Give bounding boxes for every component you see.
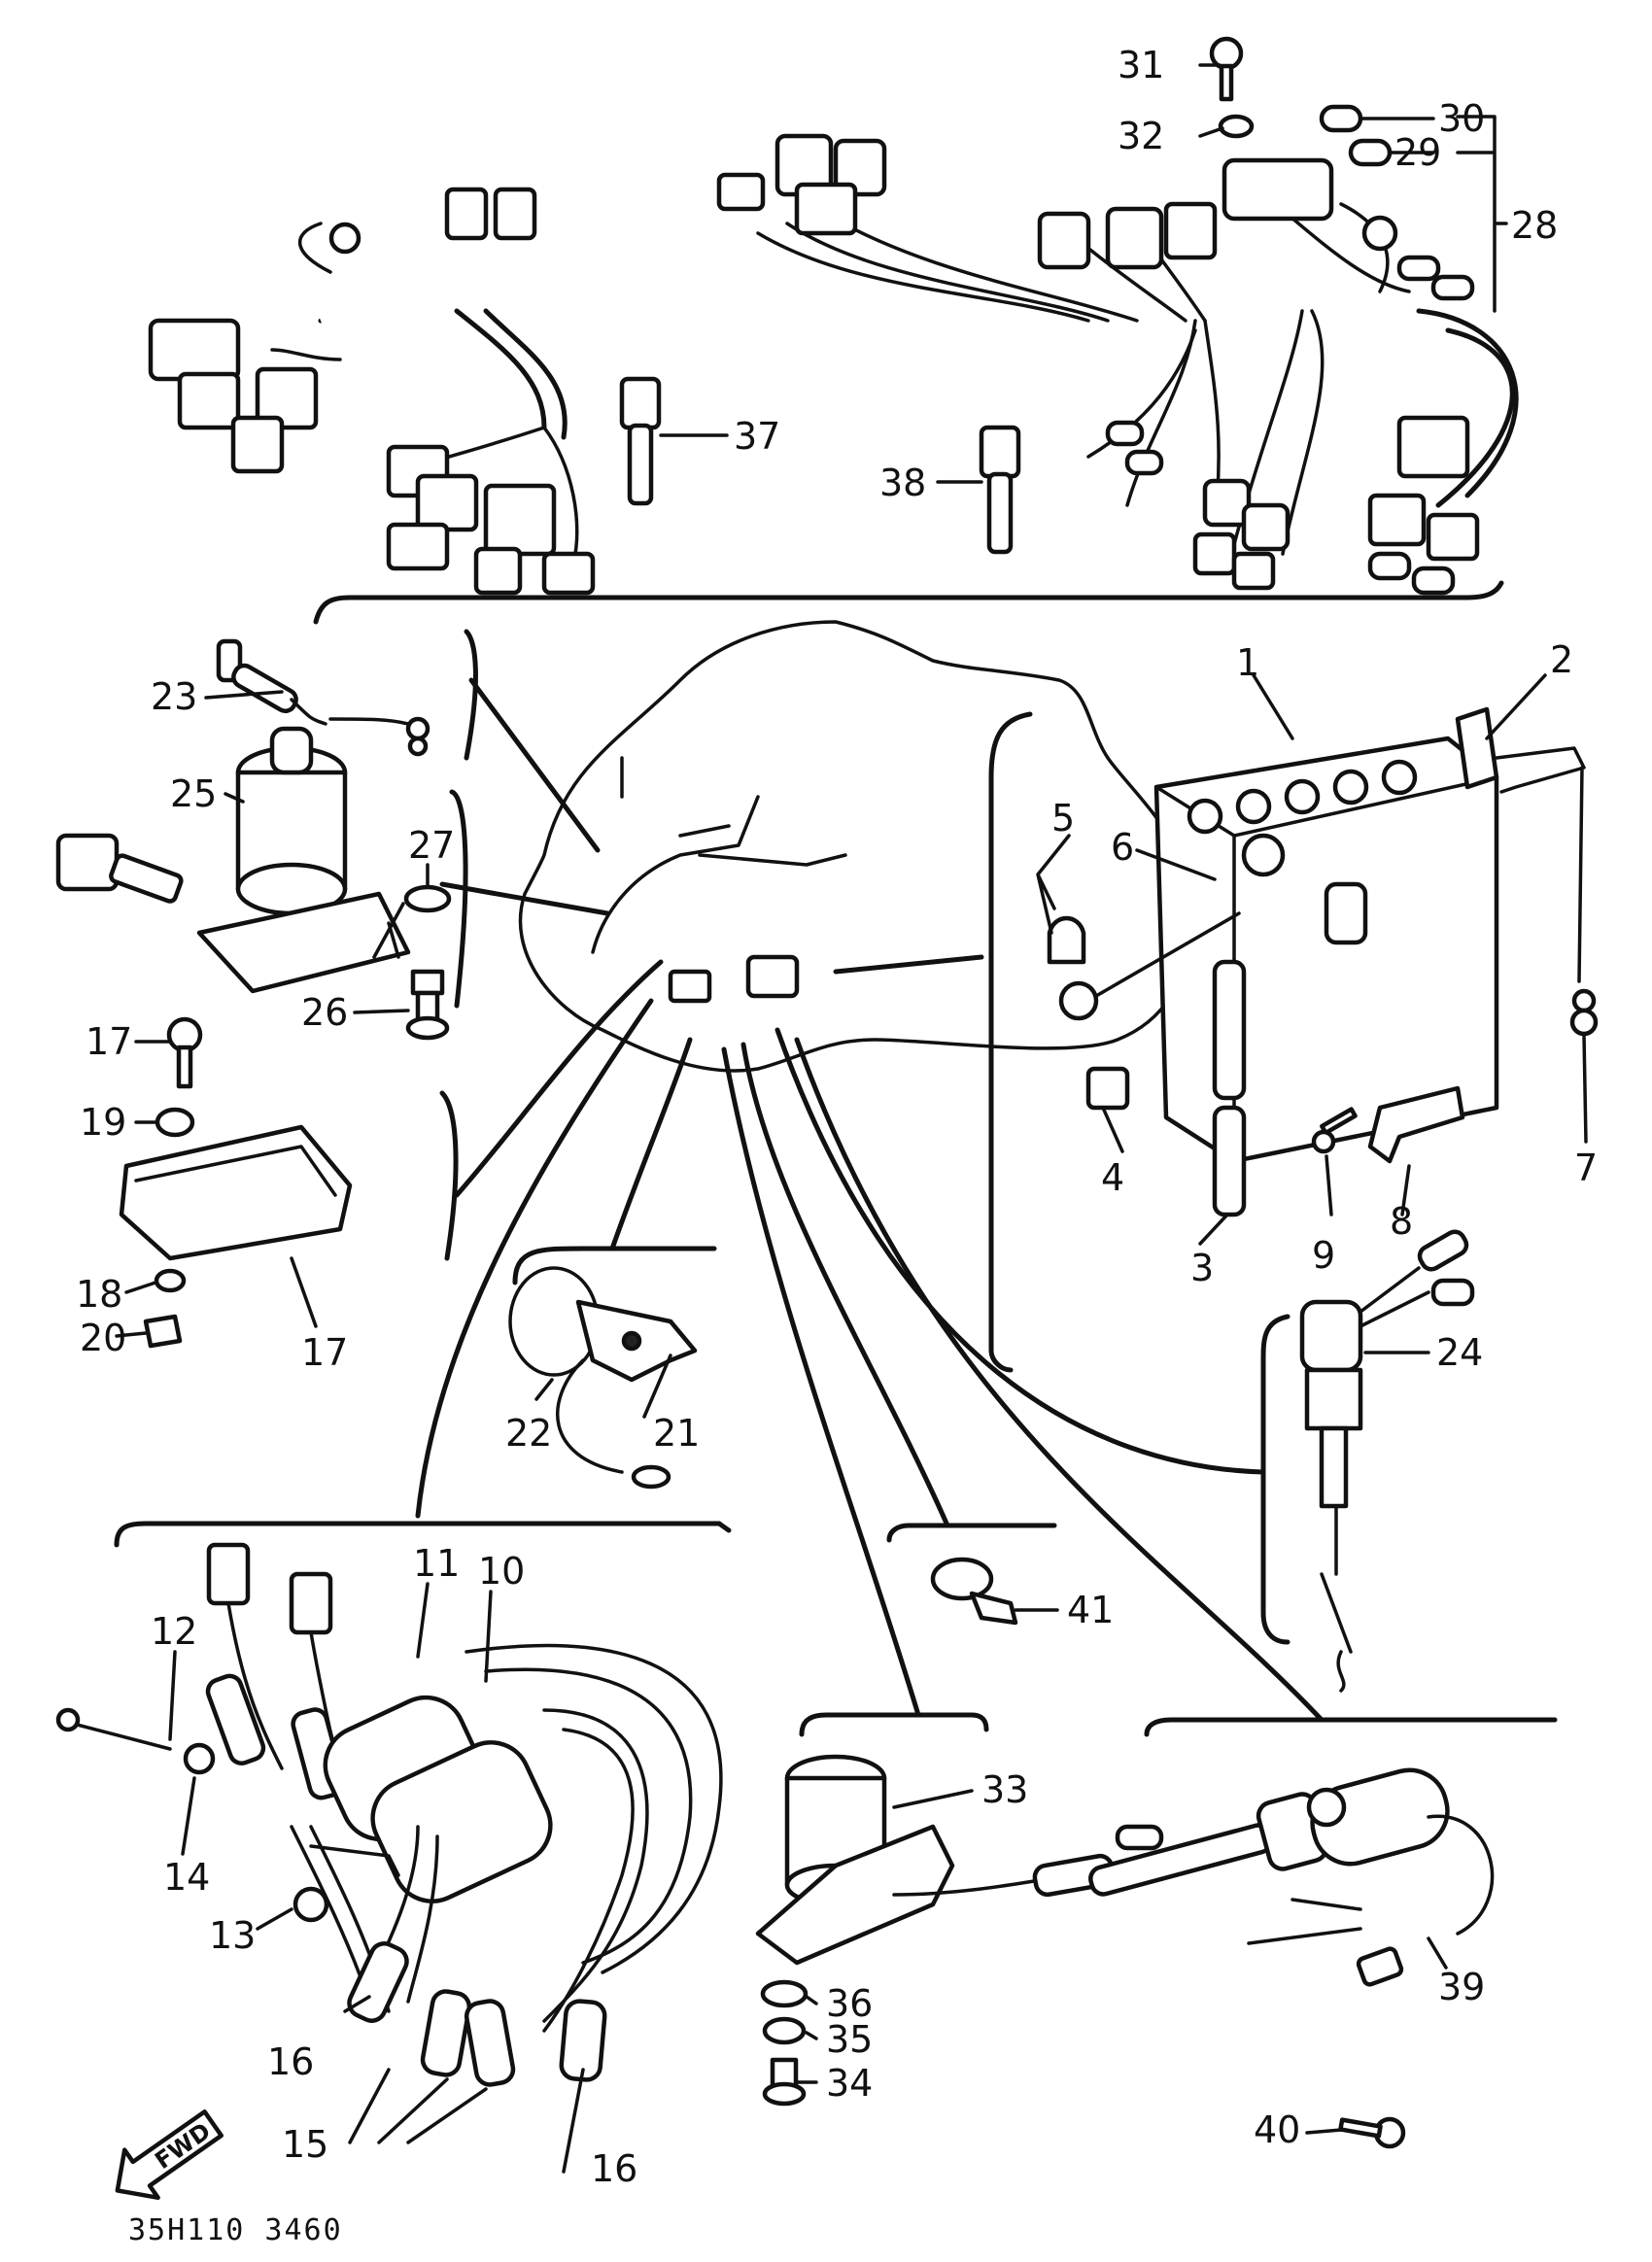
- label-23: 22: [505, 1412, 552, 1455]
- label-35: 34: [826, 2062, 873, 2105]
- label-40: 39: [1438, 1966, 1485, 2008]
- label-2: 2: [1550, 638, 1573, 681]
- label-25: 24: [1436, 1331, 1483, 1374]
- label-14: 14: [163, 1856, 210, 1899]
- label-38: 37: [734, 415, 780, 458]
- label-11: 11: [413, 1542, 460, 1585]
- label-33: 32: [1118, 115, 1164, 157]
- label-32: 31: [1118, 44, 1164, 86]
- label-29: 28: [1511, 204, 1558, 247]
- label-12: 12: [151, 1610, 197, 1653]
- label-16-left: 16: [267, 2040, 314, 2083]
- label-3: 3: [1190, 1247, 1214, 1289]
- label-26: 25: [170, 772, 217, 815]
- neutral-switch: [774, 1027, 1475, 1693]
- frame-outline: [518, 620, 1198, 1073]
- label-27: 26: [301, 991, 348, 1034]
- leader-lines: [115, 63, 1588, 2174]
- forward-arrow-icon: FWD: [115, 2109, 224, 2201]
- label-15: 15: [282, 2123, 328, 2166]
- label-30: 29: [1394, 131, 1441, 174]
- sensor-group: [508, 1037, 717, 1490]
- regulator-group: [119, 959, 664, 1349]
- part-number-labels: 31 32 30 29 28 37 38 1 2 5 6 7 4 8 9 3 2…: [76, 44, 1598, 2190]
- label-16-right: 16: [591, 2147, 637, 2190]
- drawing-code: 35H110 3460: [128, 2213, 343, 2247]
- label-37: 36: [826, 1982, 873, 2025]
- label-41: 40: [1254, 2108, 1300, 2151]
- label-28: 27: [408, 824, 455, 867]
- label-20: 19: [80, 1101, 126, 1144]
- label-18: 17: [86, 1020, 132, 1063]
- label-5: 5: [1051, 797, 1075, 840]
- label-34: 33: [981, 1768, 1028, 1811]
- label-7: 7: [1574, 1147, 1598, 1189]
- label-19: 18: [76, 1273, 122, 1316]
- label-6: 6: [1111, 826, 1134, 869]
- label-31: 30: [1438, 97, 1485, 140]
- sensor-34-group: [721, 1046, 1164, 2107]
- label-42: 41: [1067, 1589, 1114, 1631]
- label-9: 9: [1312, 1234, 1335, 1277]
- label-4: 4: [1101, 1156, 1124, 1199]
- clamp-group: [740, 1042, 1057, 1626]
- label-17: 17: [301, 1331, 348, 1374]
- battery-group: [833, 706, 1599, 1373]
- label-36: 35: [826, 2018, 873, 2061]
- ignition-switch-group: [55, 629, 610, 1041]
- label-39: 38: [879, 462, 926, 504]
- ignition-coil-group: [55, 998, 732, 2087]
- actuator-group: [794, 1037, 1558, 2149]
- wire-harness: [148, 36, 1519, 625]
- label-21: 20: [80, 1317, 126, 1359]
- label-24: 23: [151, 675, 197, 718]
- label-22: 21: [653, 1412, 700, 1455]
- label-8: 8: [1390, 1200, 1413, 1243]
- label-10: 10: [478, 1550, 525, 1593]
- label-13: 13: [209, 1914, 256, 1957]
- label-1: 1: [1236, 641, 1259, 684]
